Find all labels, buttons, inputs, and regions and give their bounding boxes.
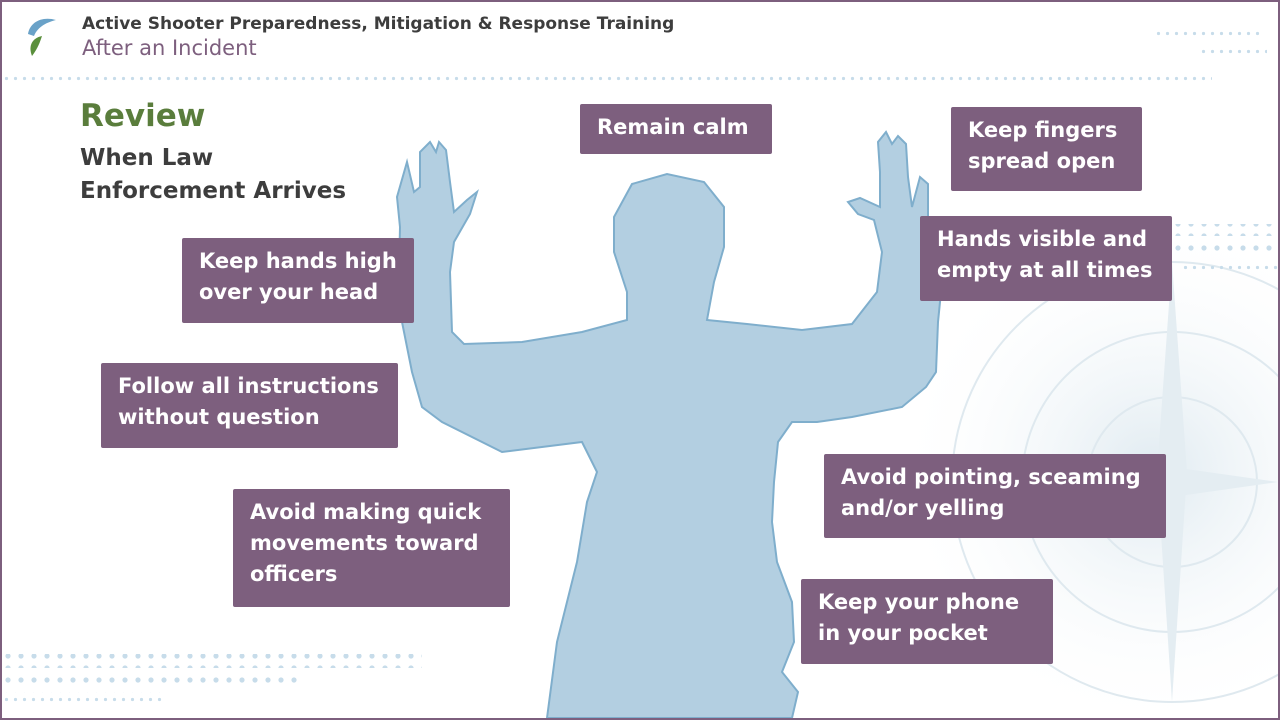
leaf-logo-icon xyxy=(28,18,56,56)
tip-fingers-spread: Keep fingers spread open xyxy=(951,107,1142,191)
review-subheading: When Law Enforcement Arrives xyxy=(80,145,347,204)
section-title: After an Incident xyxy=(82,36,257,60)
course-title: Active Shooter Preparedness, Mitigation … xyxy=(82,14,675,34)
tip-follow-instructions: Follow all instructions without question xyxy=(101,363,398,448)
tip-avoid-quick-movements: Avoid making quick movements toward offi… xyxy=(233,489,510,607)
tip-remain-calm: Remain calm xyxy=(580,104,772,154)
tip-keep-phone: Keep your phone in your pocket xyxy=(801,579,1053,664)
review-heading: Review xyxy=(80,98,206,134)
tip-hands-visible: Hands visible and empty at all times xyxy=(920,216,1172,301)
tip-hands-high: Keep hands high over your head xyxy=(182,238,414,323)
tip-avoid-pointing: Avoid pointing, sceaming and/or yelling xyxy=(824,454,1166,538)
